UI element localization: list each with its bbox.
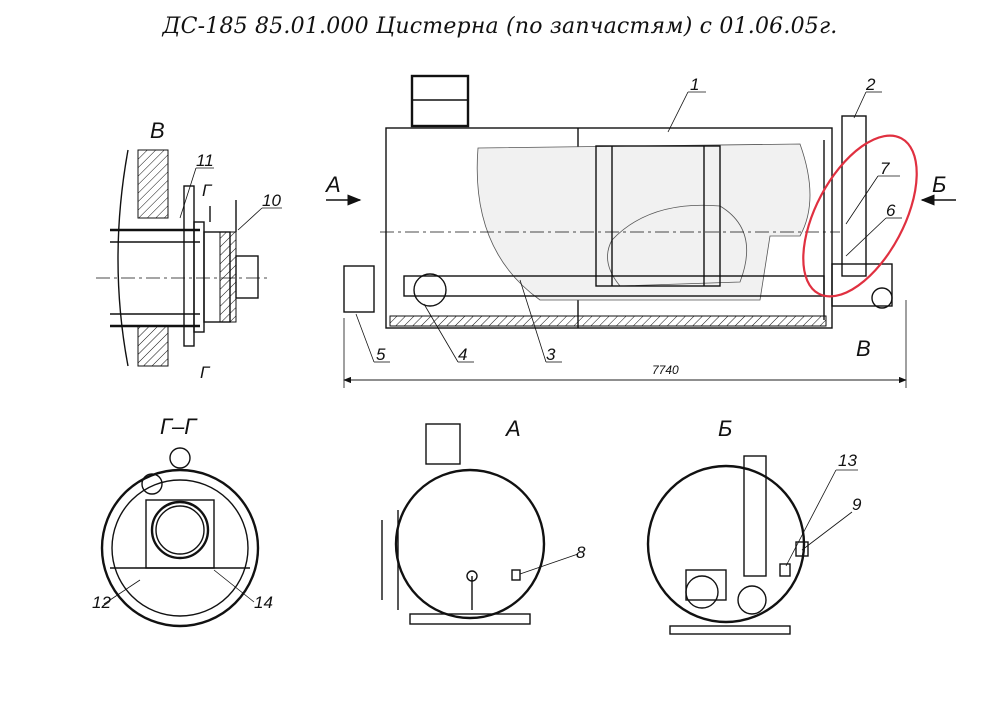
callout-1: 1: [690, 75, 699, 94]
callout-7: 7: [880, 159, 890, 178]
highlight-circle: [802, 134, 918, 298]
callout-12: 12: [92, 593, 111, 612]
callout-5: 5: [376, 345, 386, 364]
section-gg-label: Г–Г: [160, 414, 198, 439]
section-mark-top: Г: [202, 181, 213, 200]
section-outer-ring: [100, 468, 260, 628]
callout-13: 13: [838, 451, 857, 470]
hatch-frame: [410, 74, 470, 128]
view-b-label: Б: [718, 416, 732, 441]
dimension-length: 7740: [652, 363, 679, 377]
view-a-shell: [394, 468, 546, 620]
view-b: Б 13 9: [646, 416, 862, 635]
insulation-upper: [137, 149, 169, 219]
callout-3: 3: [546, 345, 556, 364]
arrow-b-label: Б: [932, 172, 946, 197]
view-a-label: А: [504, 416, 521, 441]
valve-block: [343, 265, 375, 313]
callout-6: 6: [886, 201, 896, 220]
view-b-chimney: [743, 455, 767, 577]
drawing-title: ДС-185 85.01.000 Цистерна (по запчастям)…: [162, 14, 838, 39]
view-b-shell: [646, 464, 806, 624]
inlet-ring: [413, 273, 447, 307]
break-line: [117, 149, 129, 367]
tank-body: [385, 127, 833, 329]
callout-11: 11: [196, 151, 214, 170]
section-mark-bottom: Г: [200, 363, 211, 382]
detail-v-mark: В: [856, 336, 871, 361]
detail-v-view: В Г Г 11 10: [96, 118, 282, 382]
insulation-lower: [137, 325, 169, 367]
callout-2: 2: [865, 75, 876, 94]
callout-9: 9: [852, 495, 862, 514]
callout-8: 8: [576, 543, 586, 562]
section-gg-view: Г–Г 12 14: [92, 414, 273, 628]
callout-10: 10: [262, 191, 281, 210]
callout-4: 4: [458, 345, 467, 364]
callout-14: 14: [254, 593, 273, 612]
view-a: А 8: [381, 416, 586, 625]
arrow-a-label: А: [324, 172, 341, 197]
detail-v-label: В: [150, 118, 165, 143]
tank-side-view: 1 2 7 6 5 4 3 В А Б 7740: [324, 74, 956, 388]
chimney-pipe: [841, 115, 867, 277]
